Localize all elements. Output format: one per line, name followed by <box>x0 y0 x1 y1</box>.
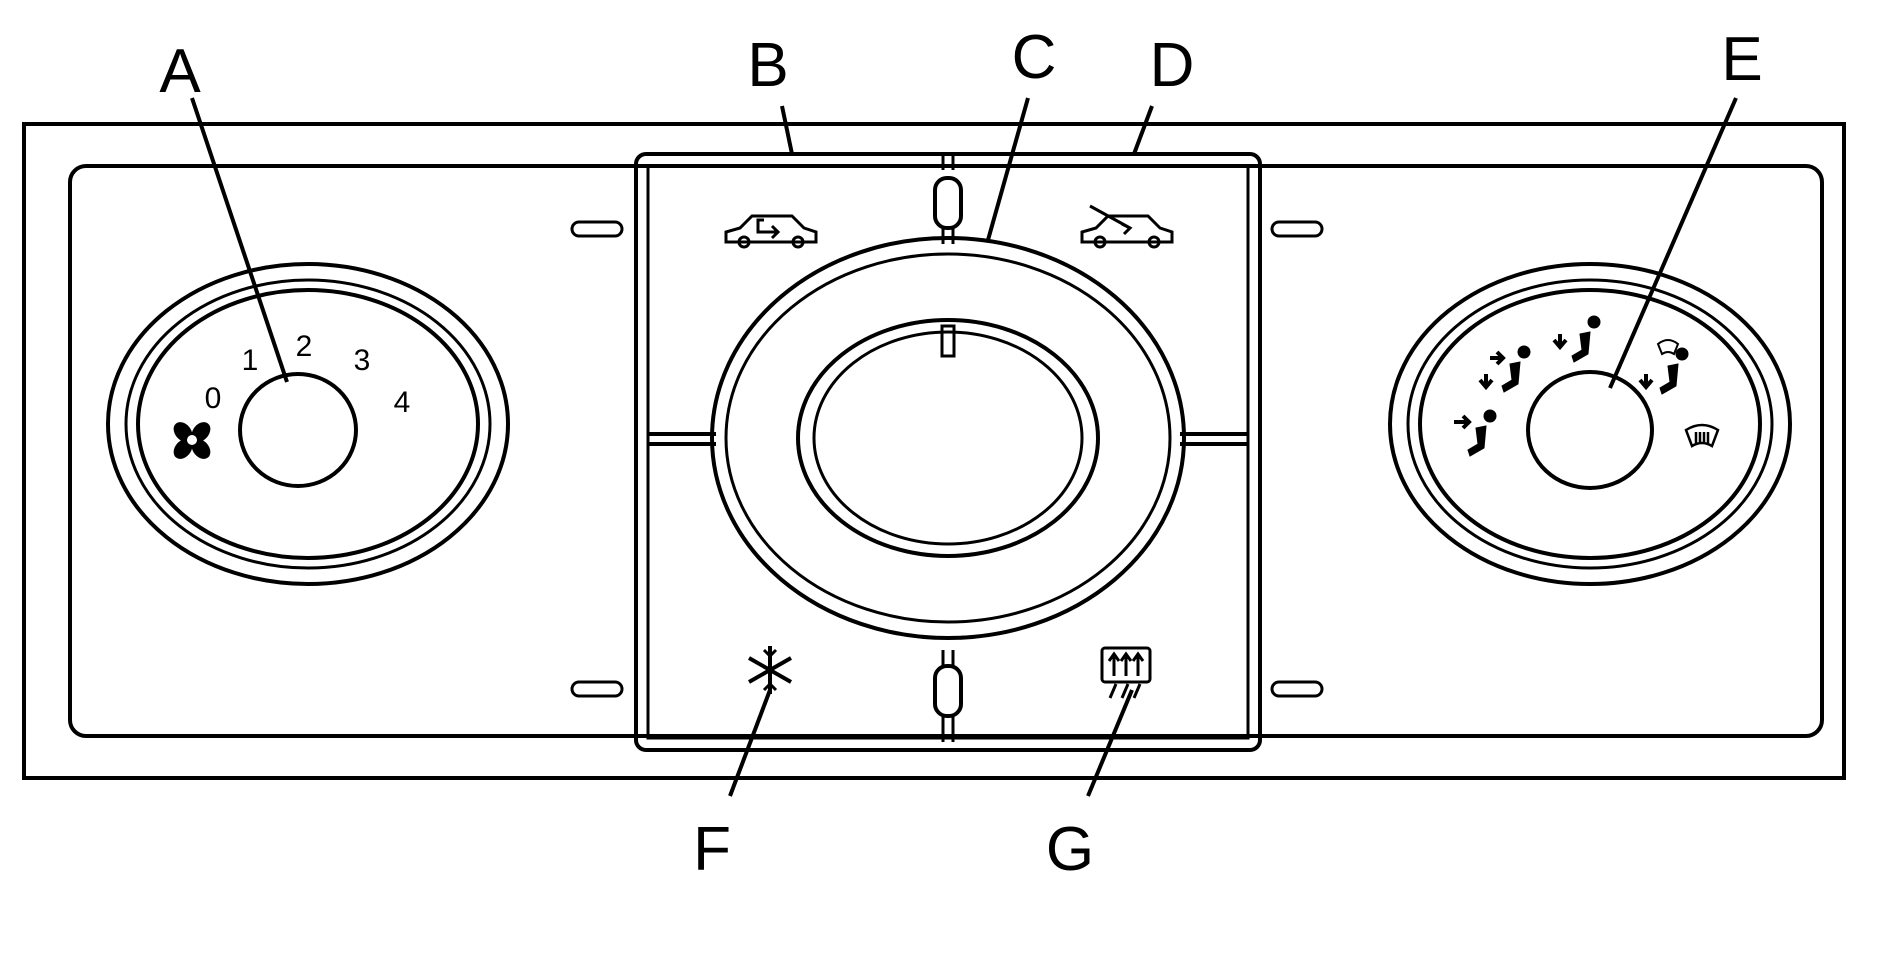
callout-g: G <box>1046 815 1094 884</box>
leader-lines <box>190 97 1738 797</box>
tick-mark-right-bottom <box>1270 680 1324 698</box>
fan-level-1: 1 <box>242 344 259 377</box>
fan-level-2: 2 <box>296 330 313 363</box>
fan-knob[interactable] <box>238 372 358 488</box>
leader-c <box>986 97 1030 241</box>
callout-d: D <box>1150 31 1195 100</box>
callout-e: E <box>1721 25 1762 94</box>
temperature-pointer <box>940 324 956 358</box>
center-module <box>634 152 1262 752</box>
outer-frame <box>22 122 1846 780</box>
tick-mark-right-top <box>1270 220 1324 238</box>
recirculation-icon <box>724 214 818 249</box>
callout-f: F <box>693 815 731 884</box>
callout-c: C <box>1012 23 1057 92</box>
defrost-icon <box>1684 423 1720 448</box>
lower-slider-knob[interactable] <box>933 664 963 718</box>
bi-level-icon <box>1478 345 1531 393</box>
vent-icon <box>1454 409 1497 457</box>
leader-e <box>1608 97 1738 389</box>
leader-a <box>190 97 289 383</box>
defog-icon <box>1638 339 1689 395</box>
face-plate <box>68 164 1824 738</box>
callout-b: B <box>747 31 788 100</box>
leader-b <box>780 105 794 155</box>
callout-a: A <box>159 37 201 106</box>
rear-defrost-icon <box>1100 646 1152 699</box>
snowflake-icon <box>748 646 792 694</box>
tick-mark-left-top <box>570 220 624 238</box>
fan-level-4: 4 <box>394 386 411 419</box>
air-delivery-mode-dial[interactable] <box>1388 262 1792 586</box>
floor-icon <box>1552 315 1601 363</box>
temperature-dial[interactable] <box>710 236 1186 640</box>
leader-d <box>1132 105 1154 155</box>
tick-mark-left-bottom <box>570 680 624 698</box>
fan-speed-dial[interactable] <box>106 262 510 586</box>
leader-f <box>728 689 772 797</box>
leader-g <box>1086 689 1134 797</box>
fan-icon <box>173 422 211 459</box>
fan-level-0: 0 <box>205 382 222 415</box>
upper-slider-knob[interactable] <box>933 176 963 230</box>
fan-level-3: 3 <box>354 344 371 377</box>
mode-knob[interactable] <box>1526 370 1654 490</box>
outside-air-icon <box>1080 204 1174 249</box>
